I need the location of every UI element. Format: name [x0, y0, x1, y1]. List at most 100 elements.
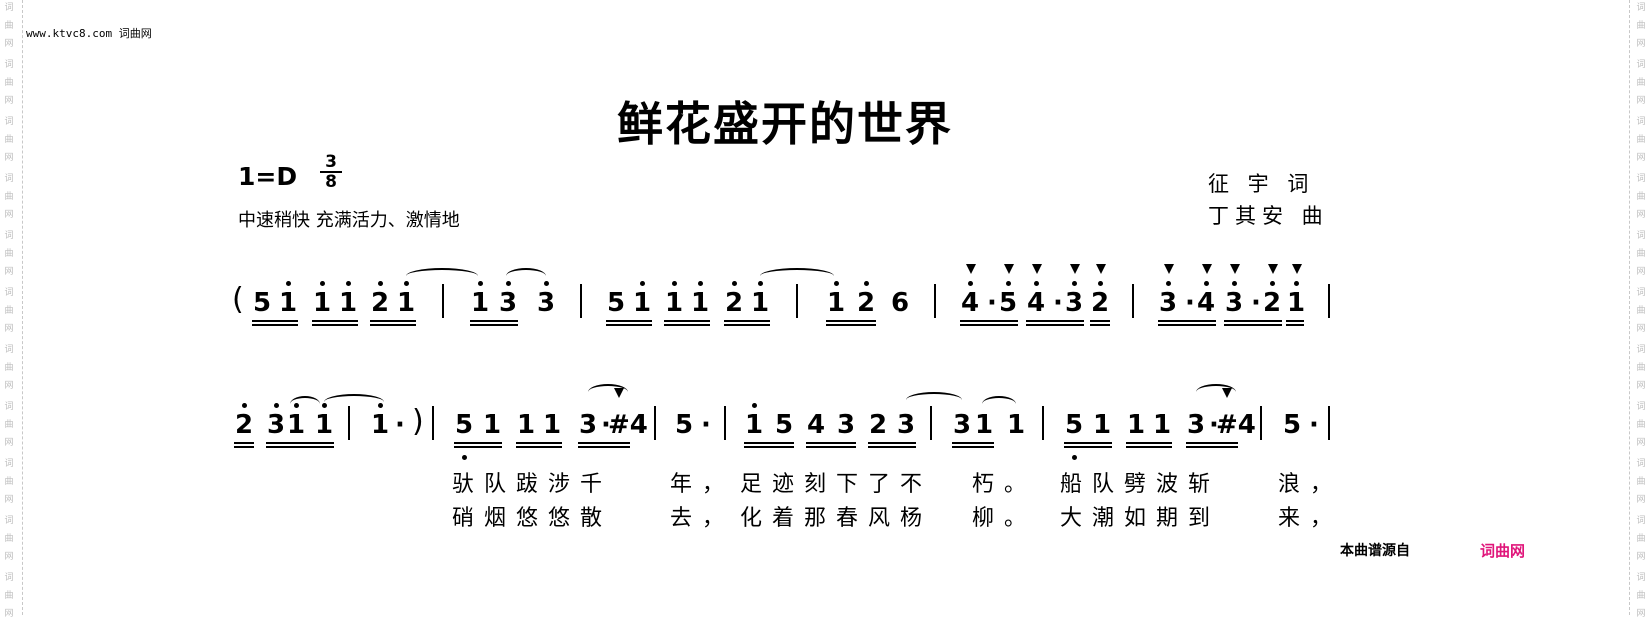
watermark-char: 词 — [1636, 573, 1646, 583]
slur-mark — [588, 384, 628, 400]
high-octave-dot-icon — [478, 281, 483, 286]
note: 5 — [606, 288, 626, 318]
beam-line — [806, 442, 856, 444]
beam-line — [960, 320, 1018, 322]
note: 1 — [470, 281, 490, 318]
beam-line — [952, 446, 994, 448]
high-octave-dot-icon — [1098, 281, 1103, 286]
accent-mark-icon — [1292, 264, 1302, 274]
beam-line — [806, 446, 856, 448]
beam-line — [1158, 320, 1216, 322]
watermark-char: 词 — [4, 516, 14, 526]
watermark-char: 曲 — [1636, 420, 1646, 430]
watermark-char: 曲 — [1636, 78, 1646, 88]
beam-line — [724, 324, 770, 326]
lyric-seg: 化着那春风杨 — [740, 506, 933, 531]
watermark-char: 网 — [1636, 495, 1646, 505]
high-octave-dot-icon — [1072, 281, 1077, 286]
time-top: 3 — [325, 152, 337, 172]
accent-mark-icon — [1230, 264, 1240, 274]
watermark-char: 网 — [4, 609, 14, 619]
beam-line — [370, 320, 416, 322]
watermark-char: 词 — [4, 573, 14, 583]
watermark-char: 曲 — [4, 591, 14, 601]
beam-line — [1286, 324, 1304, 326]
beam-line — [960, 324, 1018, 326]
watermark-char: 词 — [4, 174, 14, 184]
watermark-char: 词 — [4, 231, 14, 241]
bar-line — [1132, 284, 1134, 318]
bar-line — [1260, 406, 1262, 440]
watermark-char: 曲 — [4, 477, 14, 487]
watermark-char: 词 — [4, 402, 14, 412]
watermark-char: 网 — [4, 438, 14, 448]
watermark-char: 词 — [4, 345, 14, 355]
key-signature: 1=D — [238, 162, 298, 191]
note: 1 — [632, 281, 652, 318]
watermark-char: 网 — [1636, 96, 1646, 106]
watermark-char: 词 — [1636, 60, 1646, 70]
note: 1 — [286, 403, 306, 440]
watermark-char: 词 — [1636, 459, 1646, 469]
slur-mark — [760, 268, 834, 284]
lyric-seg: 来， — [1278, 506, 1343, 531]
note: 2 — [856, 281, 876, 318]
brand-link[interactable]: 词曲网 — [1480, 542, 1526, 560]
note: 4 — [806, 410, 826, 440]
accent-mark-icon — [1164, 264, 1174, 274]
note: 1 — [744, 403, 764, 440]
high-octave-dot-icon — [834, 281, 839, 286]
watermark-char: 网 — [1636, 324, 1646, 334]
beam-line — [578, 446, 630, 448]
watermark-char: 词 — [1636, 117, 1646, 127]
watermark-char: 网 — [1636, 39, 1646, 49]
watermark-char: 词 — [1636, 516, 1646, 526]
note: 5 — [1064, 410, 1084, 460]
watermark-char: 曲 — [4, 534, 14, 544]
note: #4 — [608, 388, 648, 440]
beam-line — [664, 324, 710, 326]
note: 1 — [664, 281, 684, 318]
bar-line — [934, 284, 936, 318]
beam-line — [470, 324, 518, 326]
watermark-char: 词 — [1636, 231, 1646, 241]
high-octave-dot-icon — [640, 281, 645, 286]
watermark-char: 曲 — [4, 78, 14, 88]
note: 1 — [312, 281, 332, 318]
note: 3 — [1064, 264, 1084, 318]
watermark-char: 词 — [4, 60, 14, 70]
beam-line — [744, 446, 794, 448]
beam-line — [826, 320, 876, 322]
note: · — [1185, 288, 1195, 318]
high-octave-dot-icon — [286, 281, 291, 286]
beam-line — [1224, 324, 1282, 326]
beam-line — [744, 442, 794, 444]
beam-line — [868, 446, 916, 448]
beam-line — [266, 442, 334, 444]
beam-line — [578, 442, 630, 444]
beam-line — [1026, 320, 1084, 322]
high-octave-dot-icon — [752, 403, 757, 408]
source-label: 本曲谱源自 — [1340, 543, 1410, 559]
slur-mark — [406, 268, 478, 284]
note: 6 — [890, 288, 910, 318]
watermark-char: 网 — [1636, 210, 1646, 220]
beam-line — [312, 320, 358, 322]
beam-line — [1126, 442, 1172, 444]
accent-mark-icon — [1096, 264, 1106, 274]
beam-line — [266, 446, 334, 448]
note: · — [1251, 288, 1261, 318]
note: · — [395, 410, 405, 440]
high-octave-dot-icon — [672, 281, 677, 286]
lyric-seg: 浪， — [1278, 472, 1343, 497]
note: 3 — [952, 410, 972, 440]
watermark-char: 曲 — [4, 363, 14, 373]
watermark-char: 网 — [1636, 381, 1646, 391]
composer: 丁其安 曲 — [1208, 204, 1329, 228]
high-octave-dot-icon — [1166, 281, 1171, 286]
beam-line — [724, 320, 770, 322]
watermark-char: 曲 — [1636, 534, 1646, 544]
watermark-char: 网 — [1636, 438, 1646, 448]
lyric-seg: 足迹刻下了不 — [740, 472, 933, 497]
